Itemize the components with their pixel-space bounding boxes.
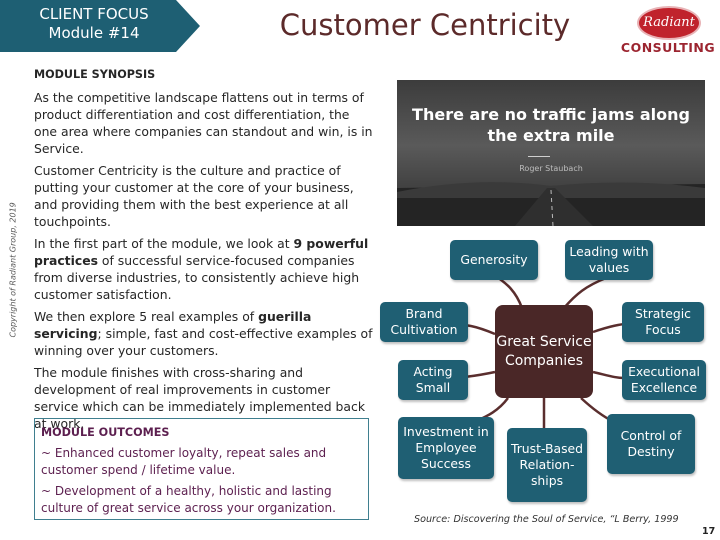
logo-oval: Radiant (637, 6, 701, 40)
p4-text-a: We then explore 5 real examples of (34, 309, 259, 324)
module-banner: CLIENT FOCUS Module #14 (0, 0, 200, 52)
radiant-consulting-logo: Radiant CONSULTING (620, 4, 716, 58)
p4-text-c: ; simple, fast and cost-effective exampl… (34, 326, 373, 358)
node-acting-small: Acting Small (398, 360, 468, 400)
p4-emphasis: guerilla servicing (34, 309, 312, 341)
synopsis-heading: MODULE SYNOPSIS (34, 68, 156, 81)
page-title: Customer Centricity (279, 8, 571, 42)
connector-executional (592, 370, 625, 380)
connector-leading (563, 276, 607, 309)
node-trust-based-relationships: Trust-Based Relation-ships (507, 428, 587, 502)
node-generosity: Generosity (450, 240, 538, 280)
node-control-of-destiny: Control of Destiny (607, 414, 695, 474)
synopsis-paragraph-1: As the competitive landscape flattens ou… (34, 90, 373, 156)
synopsis-paragraph-3: In the first part of the module, we look… (34, 235, 374, 303)
logo-wordmark: CONSULTING (620, 40, 716, 55)
outcomes-heading: MODULE OUTCOMES (41, 426, 170, 439)
page-number: 17 (702, 526, 716, 537)
synopsis-paragraph-4: We then explore 5 real examples of gueri… (34, 308, 374, 359)
p3-emphasis: 9 powerful practices (34, 236, 369, 268)
outcome-item-1: ~ Enhanced customer loyalty, repeat sale… (41, 446, 327, 477)
quote-divider (528, 156, 550, 157)
outcome-item-2: ~ Development of a healthy, holistic and… (41, 484, 336, 515)
banner-arrow-shape (0, 0, 200, 52)
node-leading-with-values: Leading with values (565, 240, 653, 280)
road-quote-image: There are no traffic jams along the extr… (397, 80, 705, 226)
banner-line2: Module #14 (48, 24, 140, 42)
quote-author: Roger Staubach (519, 164, 583, 173)
module-outcomes-box: MODULE OUTCOMES ~ Enhanced customer loya… (34, 418, 369, 520)
node-investment-in-employee-success: Investment in Employee Success (398, 417, 494, 479)
node-strategic-focus: Strategic Focus (622, 302, 704, 342)
hub-great-service-companies: Great Service Companies (495, 305, 593, 398)
quote-text: There are no traffic jams along the extr… (412, 105, 690, 145)
node-executional-excellence: Executional Excellence (622, 360, 706, 400)
banner-text: CLIENT FOCUS Module #14 (0, 5, 188, 43)
banner-line1: CLIENT FOCUS (39, 5, 149, 23)
copyright-notice: Copyright of Radiant Group, 2019 (8, 202, 18, 338)
source-citation: Source: Discovering the Soul of Service,… (414, 514, 679, 525)
p3-text-a: In the first part of the module, we look… (34, 236, 294, 251)
connector-generosity (495, 275, 524, 309)
service-companies-diagram: Great Service Companies Generosity Leadi… (376, 236, 720, 506)
module-synopsis: MODULE SYNOPSIS As the competitive lands… (34, 66, 374, 437)
p3-text-c: of successful service-focused companies … (34, 253, 360, 302)
synopsis-paragraph-5: The module finishes with cross-sharing a… (34, 365, 366, 431)
synopsis-paragraph-2: Customer Centricity is the culture and p… (34, 163, 354, 229)
node-brand-cultivation: Brand Cultivation (380, 302, 468, 342)
road-scene (397, 182, 705, 226)
